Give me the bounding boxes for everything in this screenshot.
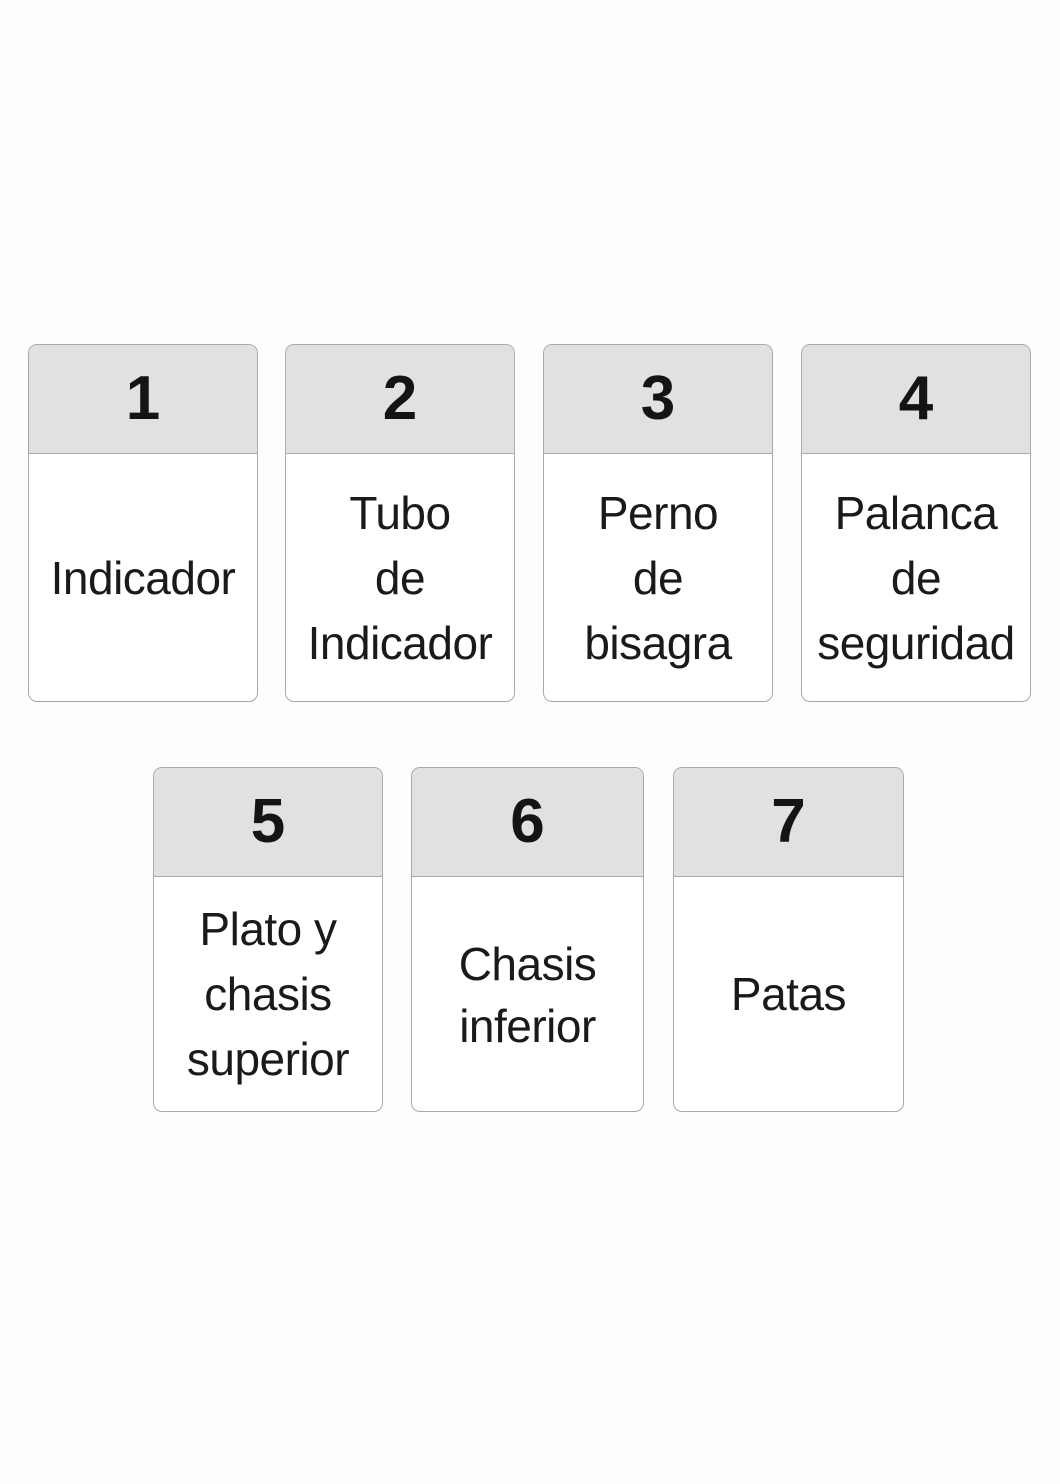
card-header: 4: [802, 345, 1030, 454]
card-body: Indicador: [29, 454, 257, 701]
card-body: Tubo de Indicador: [286, 454, 514, 701]
card-body: Chasis inferior: [412, 877, 643, 1111]
card-header: 7: [674, 768, 903, 877]
card-number: 4: [898, 364, 934, 433]
card-number: 7: [771, 787, 806, 856]
card-label: Indicador: [50, 551, 236, 604]
part-card-6: 6 Chasis inferior: [411, 767, 644, 1112]
part-card-4: 4 Palanca de seguridad: [801, 344, 1031, 702]
card-label: Plato y chasis superior: [186, 903, 350, 1085]
part-card-7: 7 Patas: [673, 767, 904, 1112]
card-label: Chasis inferior: [458, 937, 597, 1052]
card-body: Perno de bisagra: [544, 454, 772, 701]
card-header: 1: [29, 345, 257, 454]
card-number: 1: [125, 364, 161, 433]
card-number: 6: [510, 787, 545, 856]
card-header: 5: [154, 768, 382, 877]
part-card-3: 3 Perno de bisagra: [543, 344, 773, 702]
card-label: Patas: [730, 968, 847, 1020]
card-number: 3: [640, 364, 676, 433]
card-number: 5: [250, 787, 286, 856]
card-header: 2: [286, 345, 514, 454]
card-body: Patas: [674, 877, 903, 1111]
card-number: 2: [382, 364, 418, 433]
part-card-2: 2 Tubo de Indicador: [285, 344, 515, 702]
card-label: Tubo de Indicador: [307, 486, 493, 669]
part-card-1: 1 Indicador: [28, 344, 258, 702]
card-body: Plato y chasis superior: [154, 877, 382, 1111]
part-card-5: 5 Plato y chasis superior: [153, 767, 383, 1112]
card-header: 6: [412, 768, 643, 877]
card-header: 3: [544, 345, 772, 454]
card-body: Palanca de seguridad: [802, 454, 1030, 701]
card-label: Palanca de seguridad: [817, 486, 1015, 669]
card-label: Perno de bisagra: [584, 486, 732, 669]
